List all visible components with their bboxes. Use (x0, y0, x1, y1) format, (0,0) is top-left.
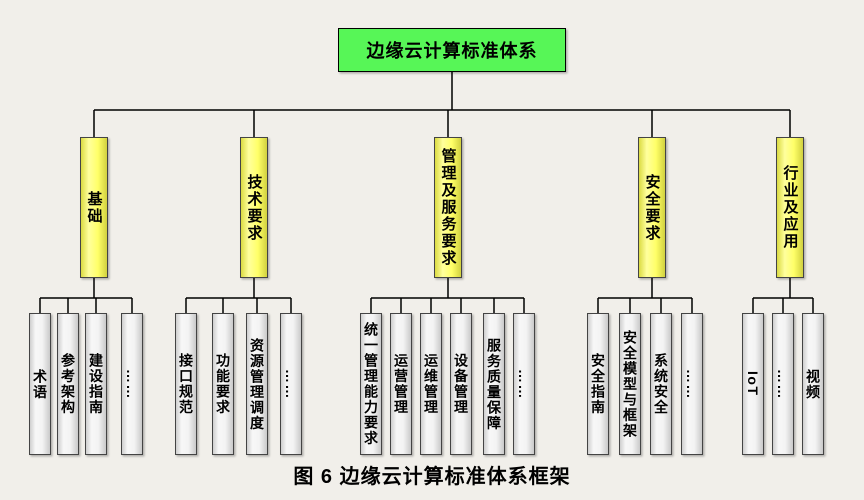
leaf-label: …… (684, 368, 700, 400)
category-node-technical-requirements: 技术要求 (240, 137, 268, 278)
leaf-node: …… (121, 313, 143, 455)
category-label: 管理及服务要求 (439, 148, 457, 267)
leaf-label: …… (516, 368, 532, 400)
leaf-label: 接口规范 (178, 353, 194, 415)
leaf-node: 统一管理能力要求 (360, 313, 382, 455)
leaf-node: …… (513, 313, 535, 455)
category-label: 技术要求 (245, 173, 263, 242)
category-label: 行业及应用 (781, 165, 799, 250)
category-label: 基础 (85, 190, 103, 225)
category-label: 安全要求 (643, 173, 661, 242)
leaf-node: …… (772, 313, 794, 455)
root-node: 边缘云计算标准体系 (338, 28, 566, 72)
leaf-label: 术语 (32, 368, 48, 400)
leaf-label: IoT (745, 371, 761, 397)
leaf-node: IoT (742, 313, 764, 455)
leaf-label: 建设指南 (88, 353, 104, 415)
leaf-node: …… (681, 313, 703, 455)
leaf-node: 术语 (29, 313, 51, 455)
leaf-label: 运维管理 (423, 353, 439, 415)
leaf-node: 服务质量保障 (483, 313, 505, 455)
leaf-node: …… (280, 313, 302, 455)
figure-caption: 图 6 边缘云计算标准体系框架 (293, 466, 571, 488)
category-node-industry-applications: 行业及应用 (776, 137, 804, 278)
leaf-node: 系统安全 (650, 313, 672, 455)
leaf-label: 统一管理能力要求 (363, 322, 379, 446)
leaf-node: 设备管理 (450, 313, 472, 455)
root-label: 边缘云计算标准体系 (366, 41, 538, 61)
leaf-node: 运维管理 (420, 313, 442, 455)
leaf-node: 接口规范 (175, 313, 197, 455)
leaf-label: 视频 (805, 368, 821, 400)
leaf-label: 安全指南 (590, 353, 606, 415)
leaf-label: …… (283, 368, 299, 400)
leaf-node: 安全模型与框架 (619, 313, 641, 455)
leaf-label: 设备管理 (453, 353, 469, 415)
leaf-label: 服务质量保障 (486, 337, 502, 431)
leaf-label: 系统安全 (653, 353, 669, 415)
leaf-label: …… (124, 368, 140, 400)
category-node-management-service-requirements: 管理及服务要求 (434, 137, 462, 278)
leaf-label: 运营管理 (393, 353, 409, 415)
leaf-node: 资源管理调度 (246, 313, 268, 455)
leaf-label: 资源管理调度 (249, 337, 265, 431)
leaf-node: 功能要求 (212, 313, 234, 455)
leaf-node: 建设指南 (85, 313, 107, 455)
category-node-security-requirements: 安全要求 (638, 137, 666, 278)
leaf-label: …… (775, 368, 791, 400)
leaf-label: 参考架构 (60, 353, 76, 415)
leaf-label: 安全模型与框架 (622, 329, 638, 439)
leaf-label: 功能要求 (215, 353, 231, 415)
leaf-node: 视频 (802, 313, 824, 455)
leaf-node: 参考架构 (57, 313, 79, 455)
leaf-node: 安全指南 (587, 313, 609, 455)
category-node-foundation: 基础 (80, 137, 108, 278)
leaf-node: 运营管理 (390, 313, 412, 455)
